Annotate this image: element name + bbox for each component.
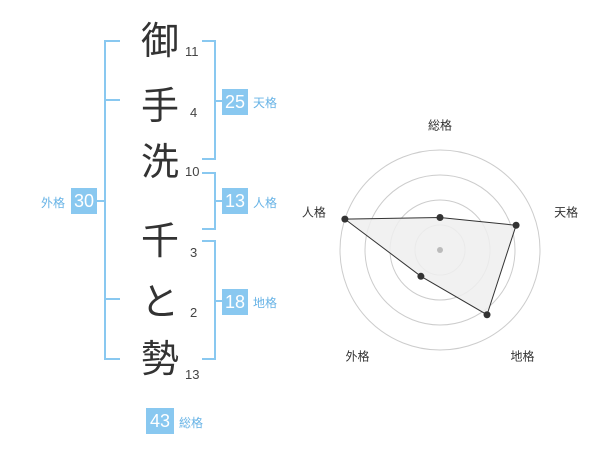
name-char-6: 勢: [141, 337, 180, 381]
radar-point-3: [483, 311, 491, 319]
radar-ring-3: [364, 174, 516, 326]
gaikaku-bracket-bottom: [104, 358, 120, 360]
chikaku-label: 地格: [253, 296, 278, 310]
chikaku-bracket-bottom: [202, 358, 216, 360]
gaikaku-bracket-top: [104, 40, 120, 42]
stroke-count-2: 4: [190, 105, 198, 120]
radar-axis-label-1: 総格: [428, 118, 452, 133]
name-char-1: 御: [141, 19, 180, 63]
jinkaku-bracket-top: [202, 172, 216, 174]
tenkaku-bracket-bottom: [202, 158, 216, 160]
gaikaku-connector: [96, 200, 106, 202]
tenkaku-value-badge: 25: [222, 89, 248, 115]
chikaku-value-badge: 18: [222, 289, 248, 315]
radar-axis-label-4: 外格: [345, 349, 369, 364]
radar-data-polygon: [343, 216, 517, 316]
radar-ring-4: [339, 149, 541, 351]
stroke-count-3: 10: [185, 164, 200, 179]
name-char-3: 洗: [141, 140, 180, 184]
radar-axis-label-2: 天格: [554, 204, 578, 219]
stroke-count-4: 3: [190, 245, 198, 260]
name-char-5: と: [141, 280, 180, 324]
jinkaku-label: 人格: [253, 196, 278, 210]
chikaku-bracket-top: [202, 240, 216, 242]
gaikaku-bracket-mid-bottom: [104, 298, 120, 300]
radar-point-5: [341, 215, 349, 223]
stroke-count-1: 11: [185, 44, 199, 59]
name-char-2: 手: [141, 84, 180, 128]
jinkaku-value-badge: 13: [222, 188, 248, 214]
radar-center-point: [437, 247, 443, 253]
soukaku-value-badge: 43: [146, 408, 174, 434]
name-char-4: 千: [141, 219, 180, 263]
radar-axis-label-5: 人格: [302, 204, 326, 219]
stroke-count-5: 2: [190, 305, 198, 320]
chikaku-connector: [214, 300, 222, 302]
gaikaku-bracket-mid-top: [104, 99, 120, 101]
soukaku-label: 総格: [179, 416, 204, 430]
tenkaku-bracket-top: [202, 40, 216, 42]
radar-point-4: [417, 272, 425, 280]
jinkaku-connector: [214, 200, 222, 202]
tenkaku-connector: [214, 100, 222, 102]
radar-axis-label-3: 地格: [511, 349, 535, 364]
radar-point-2: [512, 221, 520, 229]
radar-point-1: [436, 214, 444, 221]
gaikaku-label: 外格: [41, 196, 66, 210]
stroke-count-6: 13: [185, 367, 200, 382]
jinkaku-bracket-bottom: [202, 228, 216, 230]
gaikaku-value-badge: 30: [71, 188, 97, 214]
tenkaku-label: 天格: [253, 96, 278, 110]
